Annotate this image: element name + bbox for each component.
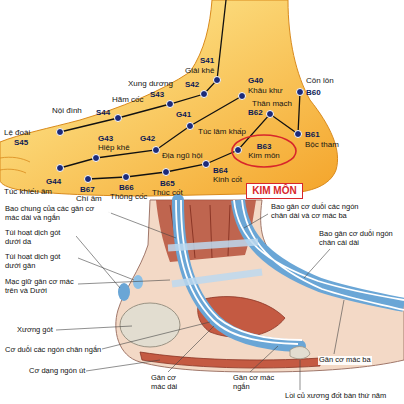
leader-line [300,360,301,390]
leader-line [78,258,134,280]
acupoint [214,77,221,84]
leader-line [334,300,344,354]
anatomy-label: Túi hoạt dịch gót dưới gân [4,253,78,270]
point-code: B60 [306,88,321,97]
point-code: B67 [80,185,95,194]
point-code: G44 [46,177,61,186]
bursa [133,275,143,289]
ellipse-border [232,135,296,167]
acupoint [295,131,302,138]
point-code: G40 [248,76,263,85]
acupoint [167,101,174,108]
point-name: Hãm cốc [112,95,144,104]
acupoint [239,93,246,100]
point-code: B65 [160,179,175,188]
toe-line [0,157,30,162]
point-name: Thúc cốt [152,188,183,197]
point-code: S45 [14,138,28,147]
anatomy-label: Bao gân cơ duỗi ngón chân cái dài [318,230,400,247]
extensor-tendon [234,200,404,310]
acupoint [297,89,304,96]
point-name: Lệ đoài [4,128,30,137]
point-name: Bộc tham [305,140,339,149]
toe-line [0,169,26,173]
acupoint [235,147,242,154]
anatomy-label: Mạc giữ gân cơ mác trên và Dưới [4,278,78,295]
leader-line [78,280,170,284]
point-name: Thông cốc [110,192,147,201]
point-code: G42 [140,134,155,143]
leader-line [108,212,176,238]
point-code: S43 [150,90,164,99]
acupoint [203,161,210,168]
title-box: KIM MÔN [246,183,303,199]
point-code: B61 [305,130,320,139]
acupoint [267,111,274,118]
acupoint [201,91,208,98]
point-code: B66 [119,183,134,192]
leader-line [56,326,132,330]
leader-line [102,322,210,349]
point-name: Xung dương [128,79,173,88]
leader-lines [56,212,344,390]
point-name: Thân mạch [252,99,292,108]
point-name: Giải khê [185,66,214,75]
point-code: G41 [176,110,191,119]
point-name: Chí âm [76,194,102,203]
acupoint [85,176,92,183]
anatomy-label: Xương gót [16,326,54,335]
point-name: Côn lôn [306,76,334,85]
point-name: Hiệp khê [98,143,130,152]
point-code: S42 [185,80,199,89]
highlight-ellipse: B63Kim môn [234,138,294,164]
leader-line [86,360,160,371]
foot-outline [0,0,338,196]
metatarsal-tuberosity [290,347,310,359]
anatomy-label: Gân cơ mác ngắn [232,374,276,391]
node-heading: B63 [248,142,280,151]
acupoint-dots [57,77,304,183]
calcaneus-bone [120,303,180,347]
anatomy-label: Túi hoạt dịch gót dưới da [4,229,76,246]
acupoint [153,147,160,154]
acupoint [115,115,122,122]
point-code: B62 [248,108,263,117]
point-name: Kinh cốt [213,175,242,184]
leader-line [168,326,214,372]
acupoint [93,155,100,162]
leader-line [76,236,120,288]
foot-skin [116,200,404,372]
acupoint [163,169,170,176]
anatomy-label: Lồi củ xương đốt bàn thứ năm [284,392,387,401]
retinaculum [168,242,262,284]
point-name: Nội đình [52,106,82,115]
point-code: G43 [98,134,113,143]
acupoint [57,129,64,136]
anatomy-label: Cơ duỗi các ngón chân ngắn [4,346,102,355]
bursa [118,283,130,301]
point-name: Khâu khư [248,86,283,95]
leader-line [244,214,268,228]
acupoint [123,174,130,181]
stomach-meridian [60,0,226,132]
leader-line [250,346,278,372]
point-name: Túc khiếu âm [4,187,52,196]
acupoint [57,165,64,172]
bladder-meridian [88,92,300,179]
node-text: Kim môn [248,151,280,160]
anatomy-label: Bao gân cơ duỗi các ngón chân dài và cơ … [270,203,372,220]
point-name: Túc lâm khấp [198,127,246,136]
point-name: Địa ngũ hội [162,151,202,160]
point-code: S41 [200,56,214,65]
node-heading: KIM MÔN [252,185,297,197]
point-code: S44 [96,108,110,117]
acupoint [187,123,194,130]
anatomy-label: Bao chung của các gân cơ mác dài và ngắn [4,205,111,222]
point-code: B64 [213,166,228,175]
anatomy-label: Cơ dạng ngón út [28,367,86,376]
anatomy-label: Gân cơ mác dài [150,374,192,391]
leader-line [304,249,330,278]
anatomy-label: Gân cơ mác ba [318,356,372,365]
